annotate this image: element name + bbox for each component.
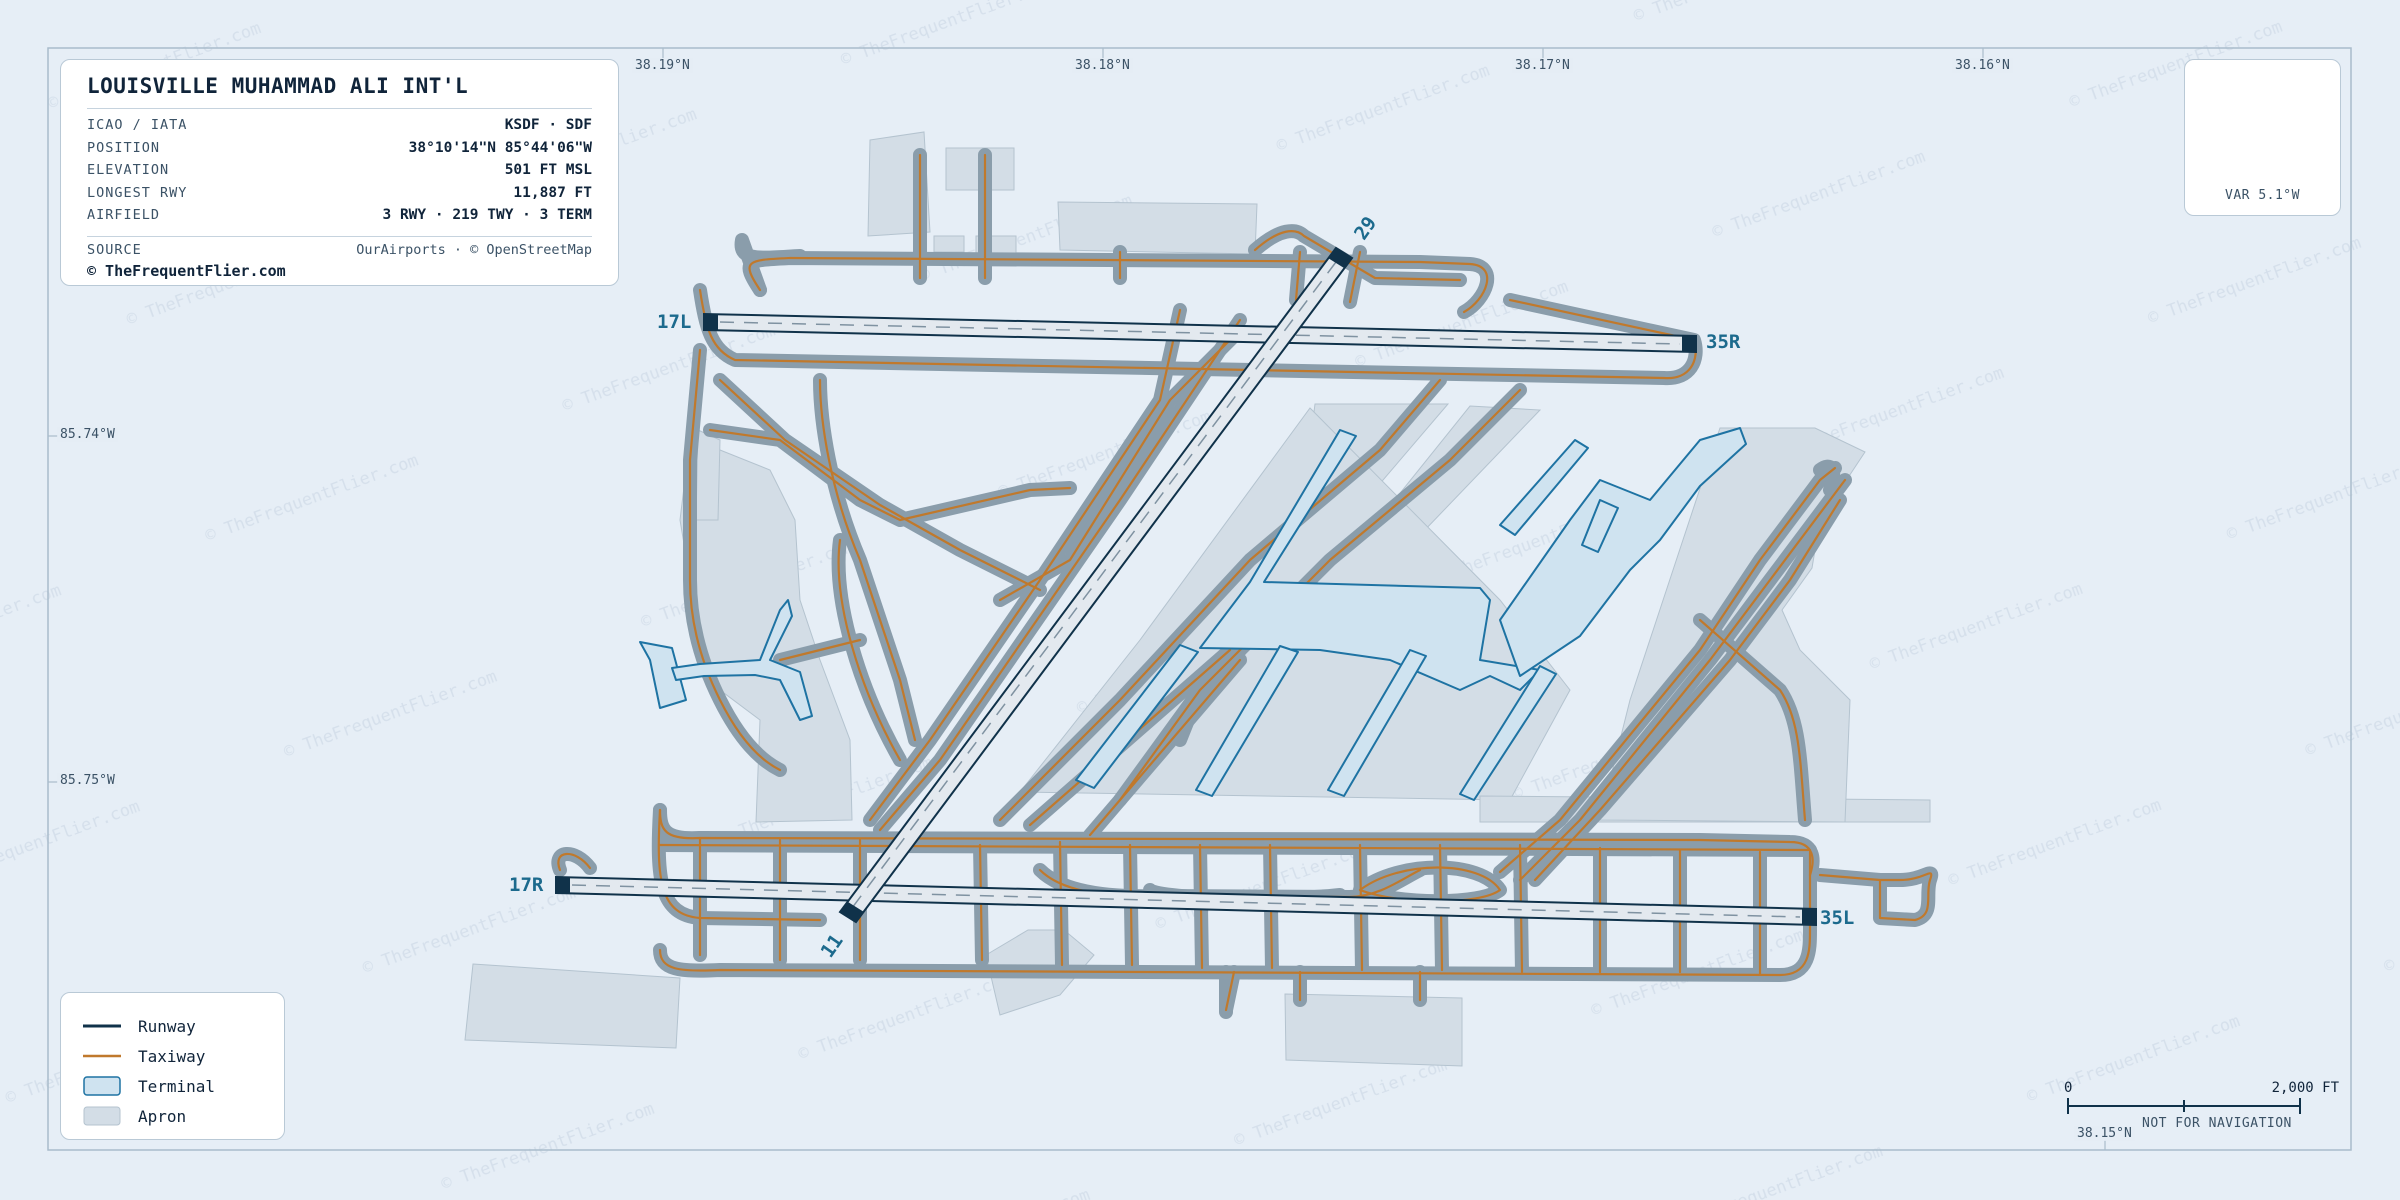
- legend-item: Runway: [83, 1011, 284, 1041]
- runway-11-29: [838, 246, 1354, 924]
- info-value: 501 FT MSL: [504, 162, 592, 178]
- legend-item: Taxiway: [83, 1041, 284, 1071]
- legend-label: Runway: [138, 1016, 196, 1036]
- legend-label: Taxiway: [138, 1046, 206, 1066]
- apron: [695, 429, 721, 521]
- longitude-label: 85.74°W: [57, 427, 118, 442]
- apron: [1284, 993, 1463, 1067]
- scale-bar-labels: 0 2,000 FT NOT FOR NAVIGATION: [2064, 1080, 2339, 1131]
- runway-label-17l: 17L: [657, 311, 691, 333]
- legend-label: Apron: [138, 1106, 187, 1126]
- scale-max: 2,000 FT: [2271, 1080, 2339, 1096]
- runway-swatch-icon: [83, 1017, 121, 1035]
- legend-item: Apron: [83, 1101, 284, 1131]
- apron-swatch-icon: [83, 1106, 121, 1126]
- info-row: POSITION 38°10'14"N 85°44'06"W: [87, 140, 592, 163]
- info-value: 3 RWY · 219 TWY · 3 TERM: [382, 207, 592, 223]
- terminal-swatch-icon: [83, 1076, 121, 1096]
- taxiway-centerlines: [557, 153, 1933, 1012]
- apron: [1057, 201, 1258, 255]
- terminal-pier: [1459, 665, 1557, 801]
- runway-label-35r: 35R: [1706, 331, 1741, 353]
- terminal-hub: [1499, 427, 1747, 677]
- legend-label: Terminal: [138, 1076, 216, 1096]
- scale-bar: [2067, 1098, 2301, 1114]
- map-frame: [47, 47, 2352, 1151]
- magnetic-variation: VAR 5.1°W: [2225, 188, 2300, 203]
- info-key: LONGEST RWY: [87, 184, 188, 201]
- runway-17l-35r: [703, 312, 1697, 354]
- info-value: 11,887 FT: [513, 184, 592, 201]
- latitude-label: 38.16°N: [1952, 58, 2013, 73]
- terminal-finger: [1499, 439, 1589, 536]
- legend-panel: Runway Taxiway Terminal Apron: [60, 992, 285, 1140]
- info-key: ELEVATION: [87, 162, 170, 178]
- airport-name: LOUISVILLE MUHAMMAD ALI INT'L: [87, 74, 592, 109]
- longitude-label: 85.75°W: [57, 773, 118, 788]
- info-value: KSDF · SDF: [504, 117, 592, 133]
- terminal-pier: [1075, 644, 1199, 789]
- runway-label-17r: 17R: [509, 874, 544, 896]
- scale-zero: 0: [2064, 1080, 2073, 1096]
- runway-label-35l: 35L: [1820, 907, 1854, 929]
- compass-panel: VAR 5.1°W: [2184, 59, 2341, 216]
- source-row: SOURCE OurAirports · © OpenStreetMap: [87, 235, 592, 265]
- source-value: OurAirports · © OpenStreetMap: [356, 241, 592, 258]
- navigation-disclaimer: NOT FOR NAVIGATION: [2142, 1116, 2292, 1131]
- latitude-label: 38.19°N: [632, 58, 693, 73]
- latitude-label: 38.18°N: [1072, 58, 1133, 73]
- copyright-text: © TheFrequentFlier.com: [87, 262, 286, 280]
- terminal-west: [639, 641, 687, 709]
- latitude-label: 38.15°N: [2074, 1126, 2135, 1141]
- terminal-west: [671, 599, 813, 721]
- info-row: ICAO / IATA KSDF · SDF: [87, 117, 592, 140]
- terminal-pier: [1327, 649, 1427, 797]
- terminal-pier: [1195, 645, 1299, 797]
- info-key: AIRFIELD: [87, 207, 161, 223]
- info-row: LONGEST RWY 11,887 FT: [87, 185, 592, 208]
- terminal-finger: [1581, 499, 1619, 553]
- apron: [464, 963, 681, 1049]
- info-row: ELEVATION 501 FT MSL: [87, 162, 592, 185]
- info-key: ICAO / IATA: [87, 117, 188, 133]
- graticule-ticks: [48, 48, 2106, 1150]
- info-key: POSITION: [87, 139, 161, 156]
- info-value: 38°10'14"N 85°44'06"W: [408, 139, 592, 156]
- terminal-buildings: [639, 427, 1747, 801]
- latitude-label: 38.17°N: [1512, 58, 1573, 73]
- info-row: AIRFIELD 3 RWY · 219 TWY · 3 TERM: [87, 207, 592, 230]
- taxiway-swatch-icon: [83, 1047, 121, 1065]
- legend-item: Terminal: [83, 1071, 284, 1101]
- airport-info-panel: LOUISVILLE MUHAMMAD ALI INT'L ICAO / IAT…: [60, 59, 619, 286]
- source-key: SOURCE: [87, 241, 142, 258]
- apron: [933, 235, 965, 253]
- runways: [555, 246, 1817, 927]
